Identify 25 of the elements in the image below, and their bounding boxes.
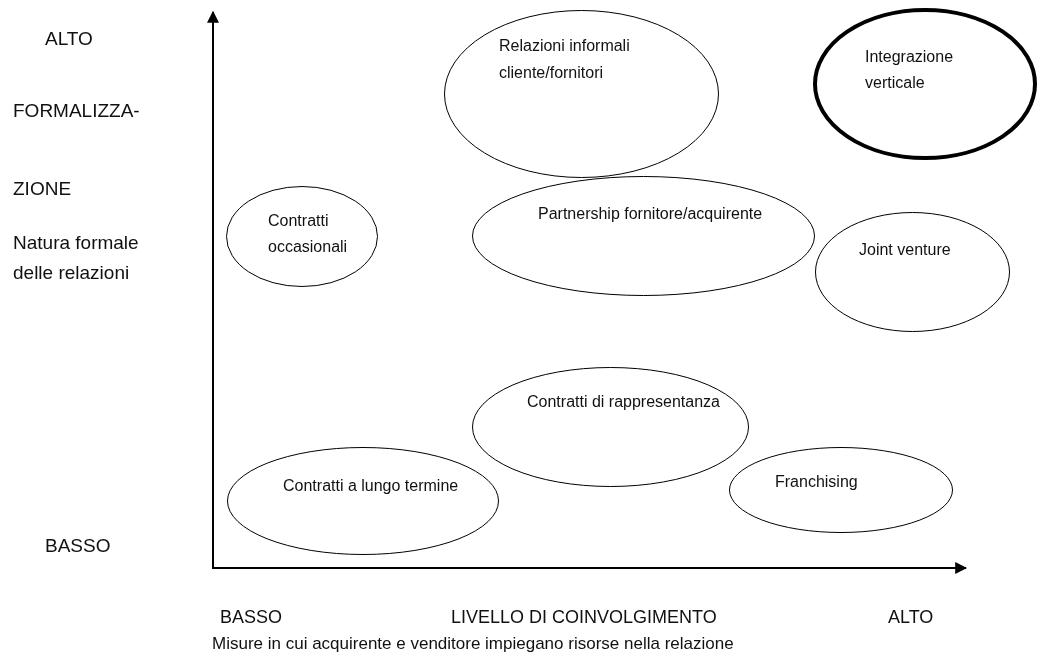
axis-description: Misure in cui acquirente e venditore impiegano risorse nella relazione bbox=[212, 634, 734, 654]
axis-level-label: ALTO bbox=[888, 607, 934, 628]
ellipse-label: Joint venture bbox=[859, 240, 952, 260]
axis-title: FORMALIZZA- bbox=[13, 100, 140, 122]
ellipse-label: Integrazione verticale bbox=[865, 47, 955, 93]
ellipse-node bbox=[226, 186, 378, 287]
ellipse-node bbox=[729, 447, 953, 533]
ellipse-node bbox=[815, 212, 1010, 332]
axis-level-label: BASSO bbox=[45, 535, 111, 557]
ellipse-label: Contratti a lungo termine bbox=[283, 476, 460, 496]
axis-title: ZIONE bbox=[13, 178, 72, 200]
ellipse-label: Franchising bbox=[775, 472, 859, 492]
axis-level-label: ALTO bbox=[45, 28, 93, 50]
ellipse-label: Relazioni informali cliente/fornitori bbox=[499, 36, 631, 84]
ellipse-node bbox=[813, 8, 1037, 160]
axis-description: Natura formale delle relazioni bbox=[13, 231, 140, 286]
axis-level-label: BASSO bbox=[220, 607, 283, 628]
ellipse-label: Contratti di rappresentanza bbox=[527, 392, 721, 412]
ellipse-node bbox=[472, 367, 749, 487]
ellipse-node bbox=[227, 447, 499, 555]
ellipse-label: Contratti occasionali bbox=[268, 211, 349, 257]
ellipse-label: Partnership fornitore/acquirente bbox=[538, 204, 764, 224]
ellipse-node bbox=[472, 176, 815, 296]
axis-title: LIVELLO DI COINVOLGIMENTO bbox=[451, 607, 717, 628]
ellipse-node bbox=[444, 10, 719, 178]
